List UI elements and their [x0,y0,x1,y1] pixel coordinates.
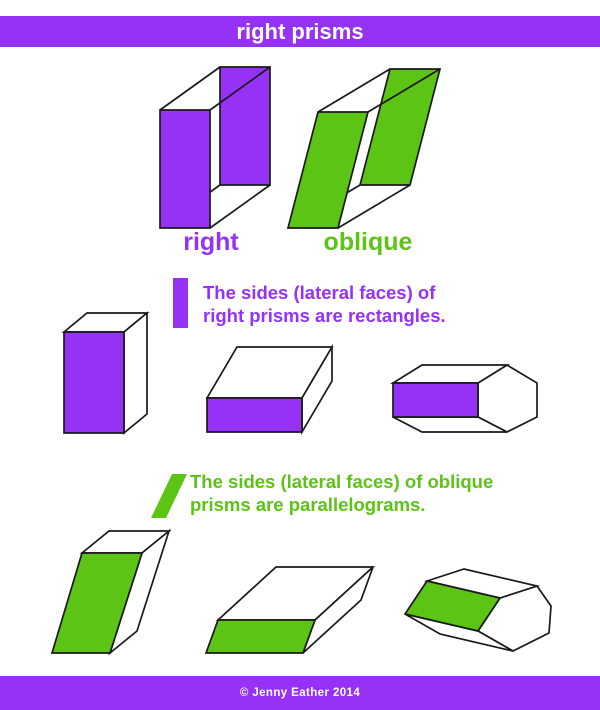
right-slab-figure [205,343,334,436]
right-prism-top-right-edge [209,66,271,111]
oblique-hex-front-face [403,580,502,632]
oblique-prism-top-right-edge [367,68,441,113]
right-prism-figure [159,66,271,229]
right-hexagonal-prism-figure [390,364,538,433]
right-hex-front-face [392,382,479,418]
oblique-statement-line2: prisms are parallelograms. [190,493,426,515]
right-statement-line2: right prisms are rectangles. [203,304,446,326]
right-cuboid-front-face [63,331,125,434]
right-prism-front-face [159,109,211,229]
oblique-box-figure [50,528,172,656]
oblique-prism-top-left-edge [317,68,391,113]
oblique-prism-back-face [358,68,442,186]
header-bar: right prisms [0,16,600,47]
right-slab-front-face [206,397,303,433]
right-prism-top-left-edge [159,66,221,111]
oblique-statement-line1: The sides (lateral faces) of oblique [190,471,494,492]
oblique-hexagonal-prism-figure [403,568,552,652]
oblique-slab-figure [204,566,376,654]
oblique-prism-bottom-right-edge [337,184,411,229]
right-cuboid-side-face [123,311,148,435]
oblique-prisms-statement: The sides (lateral faces) of oblique pri… [190,471,493,516]
right-section-bullet [173,278,188,328]
oblique-prism-front-face [286,111,370,229]
copyright-text: © Jenny Eather 2014 [239,687,361,699]
oblique-section-bullet [151,474,187,518]
right-statement-line1: The sides (lateral faces) of [203,282,436,303]
oblique-box-front-face [50,552,144,654]
oblique-prism-figure [286,68,442,229]
right-prism-bottom-right-edge [209,184,271,229]
oblique-prism-label: oblique [323,228,413,256]
right-prisms-statement: The sides (lateral faces) of right prism… [203,282,446,327]
right-prism-label: right [183,228,239,256]
oblique-slab-front-face [204,619,317,654]
page-title: right prisms [236,18,364,44]
footer-bar: © Jenny Eather 2014 [0,676,600,710]
right-cuboid-figure [61,311,150,435]
